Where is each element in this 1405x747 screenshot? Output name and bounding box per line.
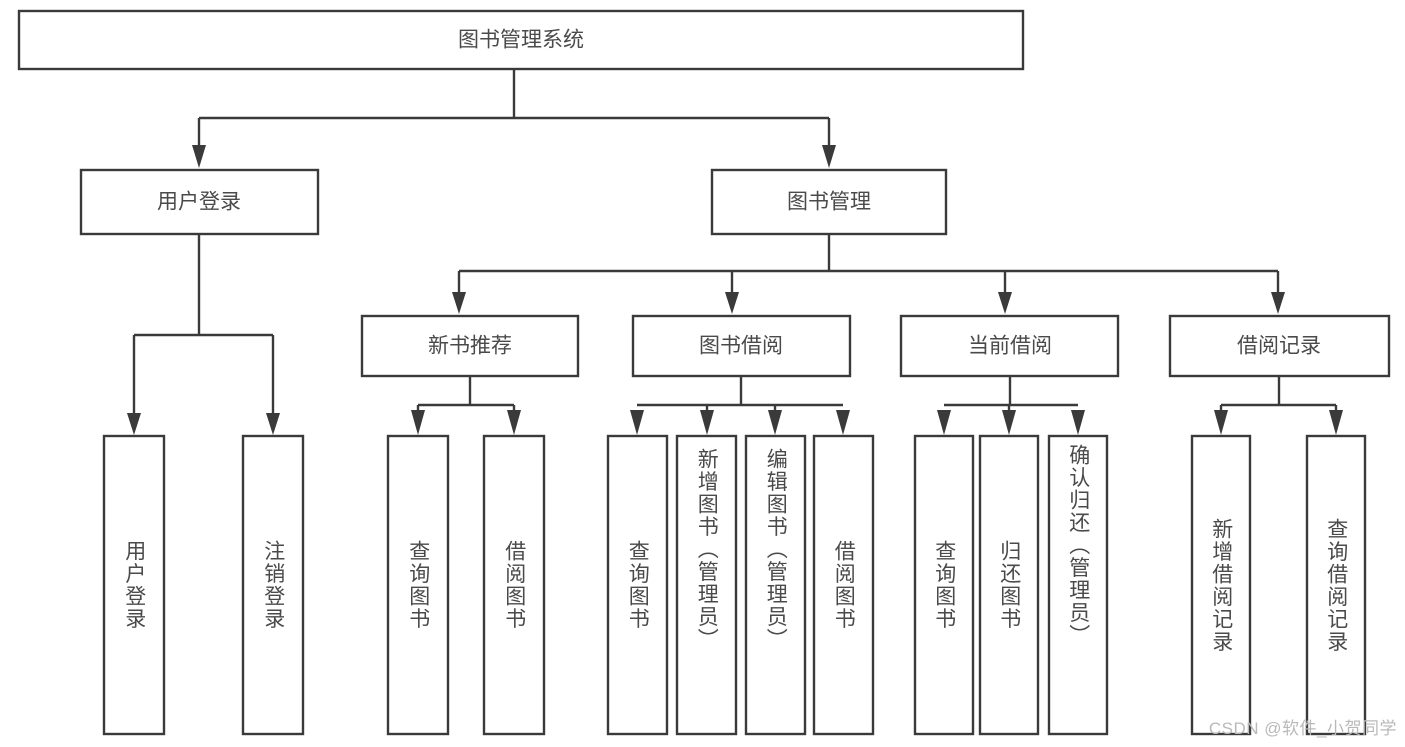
- node-root-box[interactable]: [17, 9, 1025, 71]
- edge-group-book-mgmt: [452, 234, 1285, 314]
- edge-group-current: [937, 376, 1085, 435]
- node-book-mgmt[interactable]: 图书管理: [710, 168, 948, 236]
- node-borrow-records-label: 借阅记录: [1237, 335, 1321, 358]
- node-book-borrow[interactable]: 图书借阅: [631, 314, 852, 378]
- arrow-root-to-user-login: [192, 145, 206, 168]
- leaf-box-borrow-books-2[interactable]: [812, 434, 875, 736]
- node-new-books[interactable]: 新书推荐: [360, 314, 580, 378]
- leaf-box-query-books-2[interactable]: [606, 434, 669, 736]
- arrow-borrow-to-leaf6: [768, 410, 782, 435]
- node-current-borrow-label: 当前借阅: [968, 335, 1052, 358]
- arrow-borrow-to-leaf7: [836, 410, 850, 435]
- node-book-borrow-label: 图书借阅: [699, 335, 783, 358]
- leaf-box-user-login[interactable]: [102, 434, 166, 736]
- leaf-box-confirm-return[interactable]: [1047, 434, 1109, 736]
- edge-group-root: [192, 69, 836, 168]
- edge-group-user-login: [127, 234, 280, 435]
- leaf-box-group: [102, 434, 1367, 736]
- edge-group-records: [1214, 376, 1343, 435]
- leaf-box-borrow-books-1[interactable]: [482, 434, 546, 736]
- leaf-box-add-record[interactable]: [1190, 434, 1252, 736]
- edge-group-new-books: [411, 376, 521, 435]
- arrow-bookmgmt-to-borrow: [725, 292, 739, 314]
- csdn-watermark: CSDN @软件_小贺同学: [1208, 719, 1397, 738]
- leaf-box-return-book[interactable]: [978, 434, 1040, 736]
- arrow-bookmgmt-to-current: [998, 292, 1012, 314]
- arrow-userlogin-to-leaf0: [127, 413, 141, 435]
- arrow-userlogin-to-leaf1: [266, 413, 280, 435]
- node-new-books-label: 新书推荐: [428, 335, 512, 358]
- arrow-newbooks-to-leaf3: [507, 410, 521, 435]
- node-user-login[interactable]: 用户登录: [79, 168, 320, 236]
- node-book-borrow-box[interactable]: [631, 314, 852, 378]
- edge-group-borrow: [630, 376, 850, 435]
- leaf-box-query-books-3[interactable]: [913, 434, 975, 736]
- leaf-box-logout[interactable]: [241, 434, 305, 736]
- node-user-login-box[interactable]: [79, 168, 320, 236]
- arrow-current-to-leaf9: [1002, 410, 1016, 435]
- node-book-mgmt-label: 图书管理: [787, 191, 871, 214]
- arrow-newbooks-to-leaf2: [411, 410, 425, 435]
- leaf-box-edit-book[interactable]: [744, 434, 807, 736]
- leaf-box-add-book[interactable]: [675, 434, 738, 736]
- leaf-box-query-record[interactable]: [1305, 434, 1367, 736]
- node-root-label: 图书管理系统: [458, 29, 584, 52]
- arrow-records-to-leaf12: [1329, 410, 1343, 435]
- arrow-records-to-leaf11: [1214, 410, 1228, 435]
- arrow-bookmgmt-to-new-books: [452, 292, 466, 314]
- node-current-borrow[interactable]: 当前借阅: [899, 314, 1120, 378]
- node-borrow-records-box[interactable]: [1168, 314, 1391, 378]
- leaf-box-query-books-1[interactable]: [386, 434, 450, 736]
- node-root[interactable]: 图书管理系统: [17, 9, 1025, 71]
- node-new-books-box[interactable]: [360, 314, 580, 378]
- node-book-mgmt-box[interactable]: [710, 168, 948, 236]
- arrow-root-to-book-mgmt: [822, 145, 836, 168]
- arrow-borrow-to-leaf5: [700, 410, 714, 435]
- arrow-current-to-leaf10: [1071, 410, 1085, 435]
- arrow-borrow-to-leaf4: [630, 410, 644, 435]
- arrow-bookmgmt-to-records: [1271, 292, 1285, 314]
- node-user-login-label: 用户登录: [157, 191, 241, 214]
- node-current-borrow-box[interactable]: [899, 314, 1120, 378]
- arrow-current-to-leaf8: [937, 410, 951, 435]
- node-borrow-records[interactable]: 借阅记录: [1168, 314, 1391, 378]
